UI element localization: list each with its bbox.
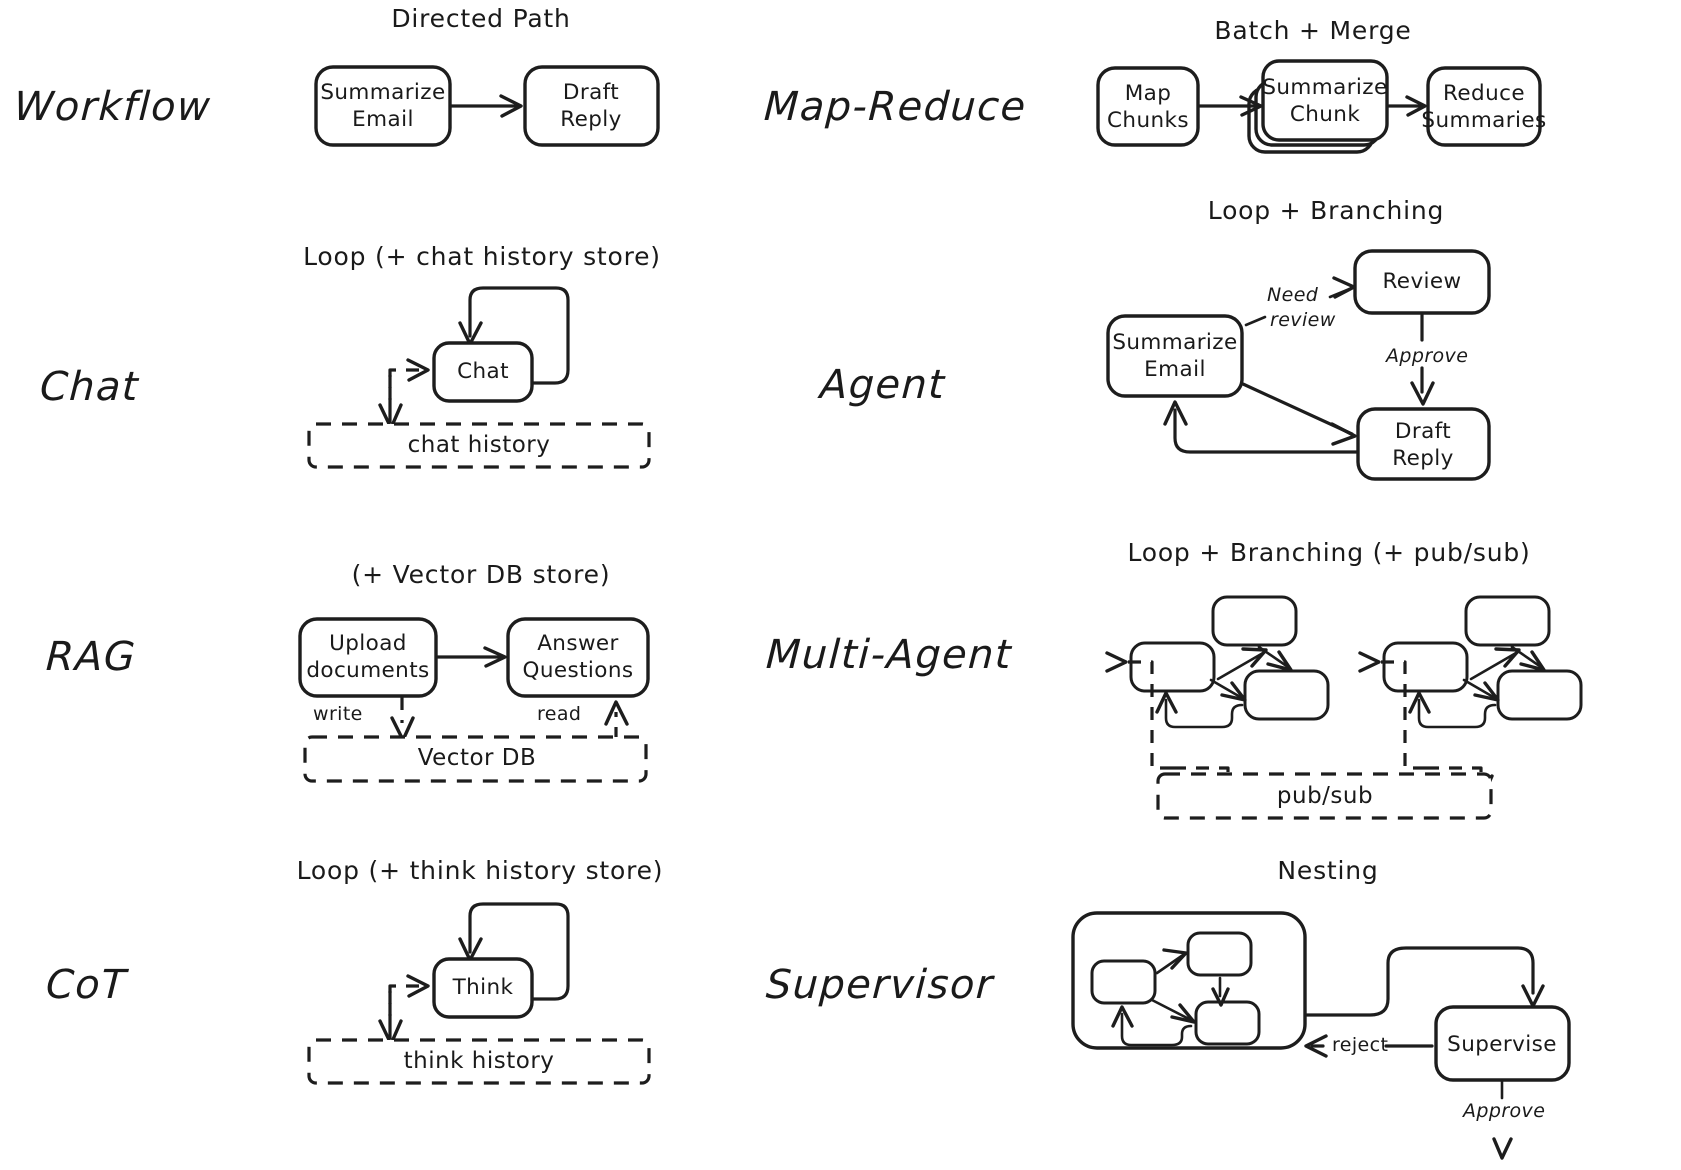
node-nested-2 bbox=[1186, 931, 1253, 977]
edge-label-write: write bbox=[313, 703, 363, 725]
edge-a1-to-a3 bbox=[1257, 645, 1290, 669]
arrowhead bbox=[1220, 681, 1247, 702]
row-label-workflow: Workflow bbox=[12, 84, 213, 130]
arrowhead bbox=[1266, 650, 1293, 672]
section-title-loop-chat-history: Loop (+ chat history store) bbox=[303, 242, 661, 271]
row-label-map-reduce: Map-Reduce bbox=[762, 84, 1028, 130]
node-agent-b-2 bbox=[1382, 641, 1469, 693]
arrowhead bbox=[1105, 651, 1128, 673]
edge-label-read: read bbox=[537, 703, 582, 725]
edge-pubsub-to-b2 bbox=[1375, 660, 1426, 770]
multi-agent-group-a bbox=[1105, 595, 1330, 800]
row-label-chat: Chat bbox=[38, 364, 141, 410]
row-label-rag: RAG bbox=[44, 634, 138, 680]
arrowhead bbox=[1408, 691, 1431, 714]
node-label-reduce-summaries: Reduce Summaries bbox=[1421, 81, 1547, 133]
edge-draft-to-summarize-loop bbox=[1173, 408, 1358, 454]
edge-a2-to-a3-diag bbox=[1209, 678, 1244, 700]
arrowhead bbox=[1494, 647, 1521, 668]
arrowhead bbox=[604, 700, 629, 726]
edge-label-review: review bbox=[1270, 309, 1336, 331]
edge-label-approve: Approve bbox=[1386, 345, 1469, 367]
edge-b-to-pubsub bbox=[1426, 766, 1483, 782]
arrowhead bbox=[1492, 1137, 1513, 1160]
section-title-vector-db-store: (+ Vector DB store) bbox=[351, 560, 611, 589]
edge-subgraph-to-supervise bbox=[1305, 946, 1535, 1017]
node-agent-a-2 bbox=[1129, 641, 1216, 693]
section-title-loop-think-history: Loop (+ think history store) bbox=[296, 856, 664, 885]
node-nested-1 bbox=[1090, 959, 1157, 1005]
section-title-loop-branching-pubsub: Loop + Branching (+ pub/sub) bbox=[1127, 538, 1531, 567]
edge-label-approve-supervisor: Approve bbox=[1463, 1100, 1546, 1122]
edge-summarize-to-review bbox=[1244, 315, 1267, 327]
node-label-draft-reply-agent: Draft Reply bbox=[1392, 419, 1454, 471]
node-label-answer-questions: Answer Questions bbox=[522, 631, 634, 683]
row-label-multi-agent: Multi-Agent bbox=[764, 632, 1014, 678]
store-label-chat-history: chat history bbox=[407, 432, 551, 458]
node-label-supervise: Supervise bbox=[1447, 1032, 1557, 1057]
node-label-summarize-email: Summarize Email bbox=[320, 80, 446, 132]
section-title-nesting: Nesting bbox=[1277, 856, 1379, 885]
edge-b2-to-b1 bbox=[1469, 651, 1518, 681]
arrowhead bbox=[1163, 400, 1188, 426]
node-nested-3 bbox=[1194, 1000, 1261, 1046]
edge-pubsub-to-a2 bbox=[1122, 660, 1173, 770]
node-label-think: Think bbox=[452, 975, 514, 1000]
edge-n1-to-n3 bbox=[1150, 998, 1193, 1022]
store-label-think-history: think history bbox=[403, 1048, 555, 1074]
arrowhead bbox=[1111, 1005, 1134, 1028]
arrowhead bbox=[1410, 381, 1435, 406]
subgraph-container bbox=[1071, 911, 1307, 1050]
arrowhead bbox=[1519, 650, 1546, 672]
edge-summarize-to-draft-agent bbox=[1241, 382, 1354, 436]
edge-a3-to-a2-loop bbox=[1164, 698, 1244, 729]
section-title-directed-path: Directed Path bbox=[391, 4, 571, 33]
node-label-summarize-email-agent: Summarize Email bbox=[1112, 330, 1238, 382]
arrowhead bbox=[378, 403, 403, 430]
arrowhead bbox=[1241, 647, 1268, 668]
node-agent-b-3 bbox=[1496, 669, 1583, 721]
arrowhead bbox=[458, 321, 483, 346]
edge-label-reject: reject bbox=[1332, 1034, 1389, 1056]
node-agent-b-1 bbox=[1464, 595, 1551, 647]
edge-label-need: Need bbox=[1267, 284, 1319, 306]
edge-a2-to-a1 bbox=[1216, 651, 1265, 681]
edge-b3-to-b2-loop bbox=[1417, 698, 1497, 729]
row-label-supervisor: Supervisor bbox=[764, 962, 995, 1008]
row-label-agent: Agent bbox=[818, 362, 947, 408]
arrowhead bbox=[1155, 691, 1178, 714]
arrowhead bbox=[1162, 948, 1188, 970]
node-label-upload-documents: Upload documents bbox=[306, 631, 430, 683]
edge-n1-to-n2 bbox=[1155, 953, 1185, 975]
node-label-chat: Chat bbox=[457, 359, 509, 384]
arrowhead bbox=[1521, 984, 1545, 1008]
row-label-cot: CoT bbox=[44, 962, 129, 1008]
arrowhead bbox=[1170, 1003, 1196, 1024]
arrowhead bbox=[1304, 1034, 1328, 1058]
edge-b2-to-b3-diag bbox=[1462, 678, 1497, 700]
arrowhead bbox=[1211, 987, 1230, 1007]
node-agent-a-1 bbox=[1211, 595, 1298, 647]
arrowhead bbox=[1358, 651, 1381, 673]
multi-agent-group-b bbox=[1358, 595, 1583, 800]
node-label-draft-reply: Draft Reply bbox=[560, 80, 622, 132]
store-label-pub-sub: pub/sub bbox=[1276, 783, 1374, 809]
edge-b1-to-b3 bbox=[1510, 645, 1543, 669]
arrowhead bbox=[1473, 681, 1500, 702]
edge-n3-to-n1-loop bbox=[1120, 1012, 1193, 1047]
node-label-review: Review bbox=[1382, 269, 1462, 294]
edge-a-to-pubsub bbox=[1173, 766, 1230, 782]
arrowhead bbox=[458, 937, 483, 962]
node-label-summarize-chunk: Summarize Chunk bbox=[1262, 75, 1388, 127]
arrowhead bbox=[378, 1019, 403, 1046]
store-label-vector-db: Vector DB bbox=[417, 745, 537, 771]
arrowhead bbox=[390, 716, 415, 742]
section-title-batch-merge: Batch + Merge bbox=[1214, 16, 1412, 45]
node-agent-a-3 bbox=[1243, 669, 1330, 721]
section-title-loop-branching: Loop + Branching bbox=[1207, 196, 1445, 225]
node-label-map-chunks: Map Chunks bbox=[1107, 81, 1189, 133]
